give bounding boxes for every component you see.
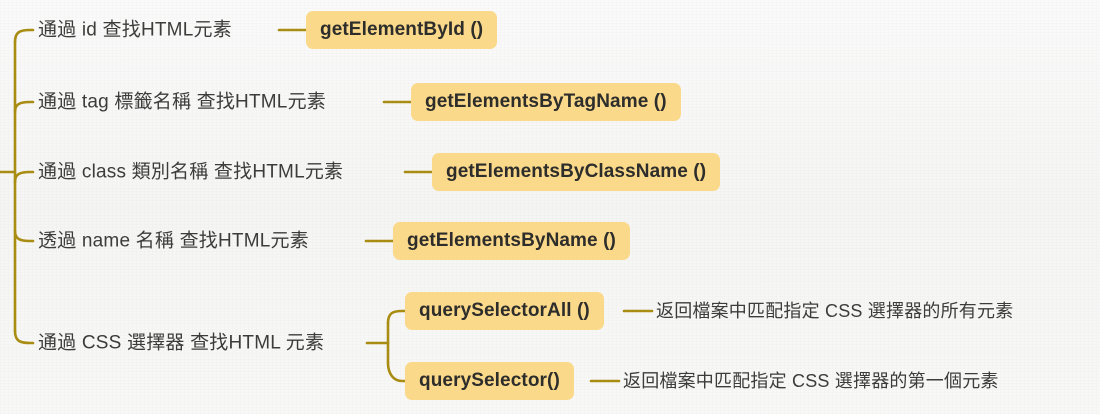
method-pill-get-elements-by-tag-name[interactable]: getElementsByTagName () — [411, 83, 681, 121]
css-sub-curve-bottom — [386, 361, 407, 383]
branch-curve-row-1 — [13, 28, 35, 44]
description-query-selector-all: 返回檔案中匹配指定 CSS 選擇器的所有元素 — [656, 301, 1014, 321]
branch-curve-row-5 — [13, 329, 35, 345]
node-label-by-tag-name[interactable]: 通過 tag 標籤名稱 查找HTML元素 — [38, 91, 326, 113]
node-label-by-id[interactable]: 通過 id 查找HTML元素 — [38, 19, 232, 41]
branch-curve-row-4 — [13, 229, 35, 243]
method-pill-query-selector-all[interactable]: querySelectorAll () — [405, 292, 604, 330]
branch-curve-row-2 — [13, 100, 35, 114]
css-sub-curve-top — [386, 309, 407, 325]
method-pill-get-elements-by-name[interactable]: getElementsByName () — [393, 222, 630, 260]
method-pill-get-elements-by-class-name[interactable]: getElementsByClassName () — [432, 153, 721, 191]
node-label-by-class-name[interactable]: 通過 class 類別名稱 查找HTML元素 — [38, 161, 344, 183]
node-label-by-name[interactable]: 透過 name 名稱 查找HTML元素 — [38, 230, 309, 252]
branch-curve-row-3 — [13, 170, 35, 184]
description-query-selector: 返回檔案中匹配指定 CSS 選擇器的第一個元素 — [623, 371, 999, 391]
method-pill-get-element-by-id[interactable]: getElementById () — [306, 11, 498, 49]
node-label-by-css-selector[interactable]: 通過 CSS 選擇器 查找HTML 元素 — [38, 332, 325, 354]
method-pill-query-selector[interactable]: querySelector() — [405, 362, 574, 400]
